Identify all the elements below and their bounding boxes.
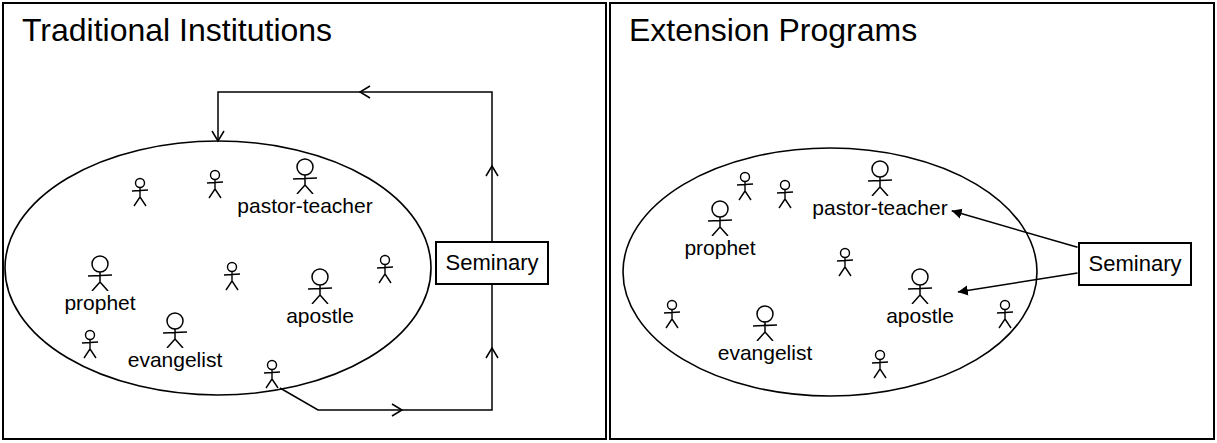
person-figure: apostle [882, 268, 958, 328]
stick-figure [865, 160, 895, 196]
person-figure: pastor-teacher [808, 160, 951, 220]
box-label: Seminary [446, 250, 539, 276]
stick-figure [82, 331, 98, 359]
panel: Extension Programs prophet pastor-teacher a… [609, 2, 1215, 440]
figure-body [293, 175, 317, 194]
role-label: apostle [286, 304, 354, 328]
role-label: pastor-teacher [237, 194, 372, 218]
stick-figure [837, 249, 853, 277]
connector-arrow [958, 273, 1078, 292]
seminary-box: Seminary [435, 241, 550, 285]
person-figure: pastor-teacher [233, 158, 376, 218]
stick-figure [224, 263, 240, 291]
figure-head [712, 201, 728, 217]
loop-line [218, 92, 492, 241]
arrowhead [212, 131, 224, 141]
stick-figure [750, 305, 780, 341]
box-label: Seminary [1089, 251, 1182, 277]
stick-figure [160, 312, 190, 348]
figure-body [753, 322, 777, 341]
stick-figure [737, 173, 753, 201]
church-ellipse [623, 148, 1037, 396]
arrowhead [486, 166, 498, 176]
figure-head [297, 159, 313, 175]
person-figure: apostle [282, 268, 358, 328]
stick-figure [207, 171, 223, 199]
role-label: evangelist [128, 348, 223, 372]
stick-figure [777, 181, 793, 209]
role-label: prophet [64, 291, 135, 315]
figure-body [708, 217, 732, 236]
arrowhead [486, 348, 498, 358]
stick-figure [377, 256, 393, 284]
panel: Traditional Institutions prophet pastor-te… [2, 2, 607, 440]
role-label: apostle [886, 304, 954, 328]
person-figure: prophet [680, 200, 759, 260]
figure-body [308, 285, 332, 304]
stick-figure [85, 255, 115, 291]
loop-line [280, 285, 492, 410]
stick-figure [290, 158, 320, 194]
stick-figure [997, 301, 1013, 329]
person-figure: evangelist [124, 312, 227, 372]
stick-figure [264, 361, 280, 389]
stick-figure [905, 268, 935, 304]
person-figure: evangelist [714, 305, 817, 365]
connector-arrow [952, 211, 1078, 248]
stick-figure [705, 200, 735, 236]
stick-figure [664, 301, 680, 329]
church-ellipse [5, 141, 431, 395]
arrowhead [360, 86, 370, 98]
figure-body [908, 285, 932, 304]
arrowhead [392, 404, 402, 416]
figure-body [163, 329, 187, 348]
panel-title: Traditional Institutions [22, 10, 332, 50]
figure-head [912, 269, 928, 285]
figure-body [868, 177, 892, 196]
figure-body [88, 272, 112, 291]
panel-title: Extension Programs [629, 10, 917, 50]
role-label: evangelist [718, 341, 813, 365]
stick-figure [872, 351, 888, 379]
person-figure: prophet [60, 255, 139, 315]
stick-figure [132, 179, 148, 207]
figure-head [92, 256, 108, 272]
figure-head [872, 161, 888, 177]
stick-figure [305, 268, 335, 304]
seminary-box: Seminary [1078, 242, 1193, 286]
figure-head [757, 306, 773, 322]
role-label: prophet [684, 236, 755, 260]
figure-head [312, 269, 328, 285]
role-label: pastor-teacher [812, 196, 947, 220]
figure-head [167, 313, 183, 329]
